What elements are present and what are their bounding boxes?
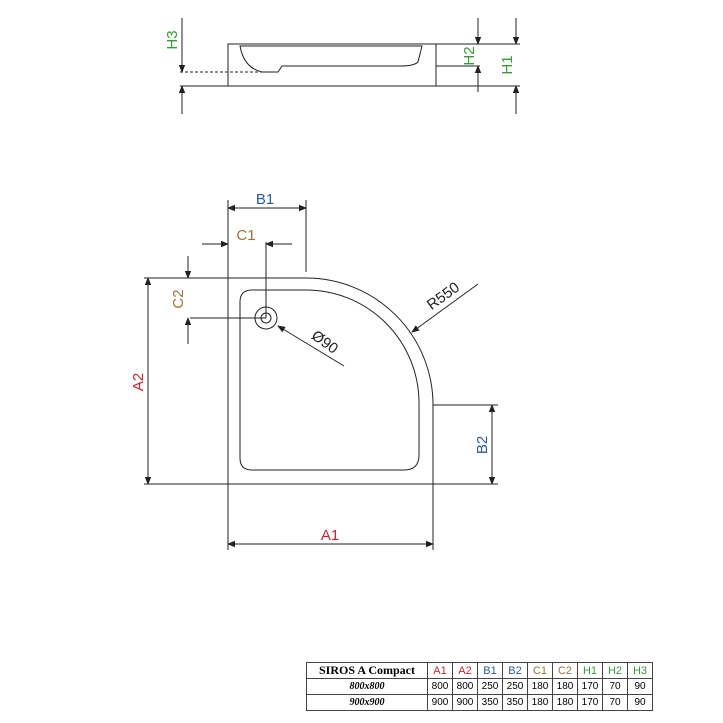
- value-cell: 900: [452, 694, 478, 711]
- spec-table-row: 800x800 800 800 250 250 180 180 170 70 9…: [306, 678, 653, 695]
- radius-label: R550: [424, 279, 463, 314]
- value-cell: 800: [427, 678, 453, 695]
- value-cell: 70: [602, 694, 628, 711]
- spec-table: SIROS A Compact A1 A2 B1 B2 C1 C2 H1 H2 …: [306, 662, 653, 711]
- value-cell: 250: [477, 678, 503, 695]
- header-cell: B1: [477, 662, 503, 679]
- value-cell: 900: [427, 694, 453, 711]
- header-cell: H3: [627, 662, 653, 679]
- c1-label: C1: [236, 227, 255, 244]
- tray-outer-outline: [227, 277, 434, 485]
- header-cell: C1: [527, 662, 553, 679]
- h1-label: H1: [499, 55, 516, 74]
- h2-label: H2: [461, 46, 478, 65]
- b2-label: B2: [474, 436, 491, 454]
- value-cell: 70: [602, 678, 628, 695]
- drain-leader: [277, 325, 345, 367]
- value-cell: 350: [477, 694, 503, 711]
- value-cell: 170: [577, 678, 603, 695]
- header-cell: A1: [427, 662, 453, 679]
- size-cell: 900x900: [306, 694, 428, 711]
- a1-label: A1: [321, 527, 339, 544]
- drain-diameter-label: Ø90: [308, 327, 341, 357]
- value-cell: 250: [502, 678, 528, 695]
- header-cell: H1: [577, 662, 603, 679]
- spec-table-row: 900x900 900 900 350 350 180 180 170 70 9…: [306, 694, 653, 711]
- value-cell: 180: [527, 694, 553, 711]
- header-cell: H2: [602, 662, 628, 679]
- spec-table-header-row: SIROS A Compact A1 A2 B1 B2 C1 C2 H1 H2 …: [306, 662, 653, 679]
- value-cell: 170: [577, 694, 603, 711]
- b1-label: B1: [256, 191, 274, 208]
- header-cell: B2: [502, 662, 528, 679]
- h3-label: H3: [164, 30, 181, 49]
- model-name: SIROS A Compact: [306, 662, 428, 679]
- c2-label: C2: [170, 289, 187, 308]
- radius-leader: [411, 283, 479, 333]
- tray-side-outline: [227, 43, 437, 87]
- size-cell: 800x800: [306, 678, 428, 695]
- value-cell: 180: [527, 678, 553, 695]
- value-cell: 90: [627, 694, 653, 711]
- top-view: [144, 200, 498, 550]
- value-cell: 180: [552, 694, 578, 711]
- a2-label: A2: [130, 373, 147, 391]
- header-cell: C2: [552, 662, 578, 679]
- value-cell: 350: [502, 694, 528, 711]
- tray-basin-profile: [239, 45, 423, 73]
- side-view: [178, 18, 520, 114]
- value-cell: 90: [627, 678, 653, 695]
- value-cell: 180: [552, 678, 578, 695]
- value-cell: 800: [452, 678, 478, 695]
- header-cell: A2: [452, 662, 478, 679]
- tray-inner-outline: [239, 289, 420, 471]
